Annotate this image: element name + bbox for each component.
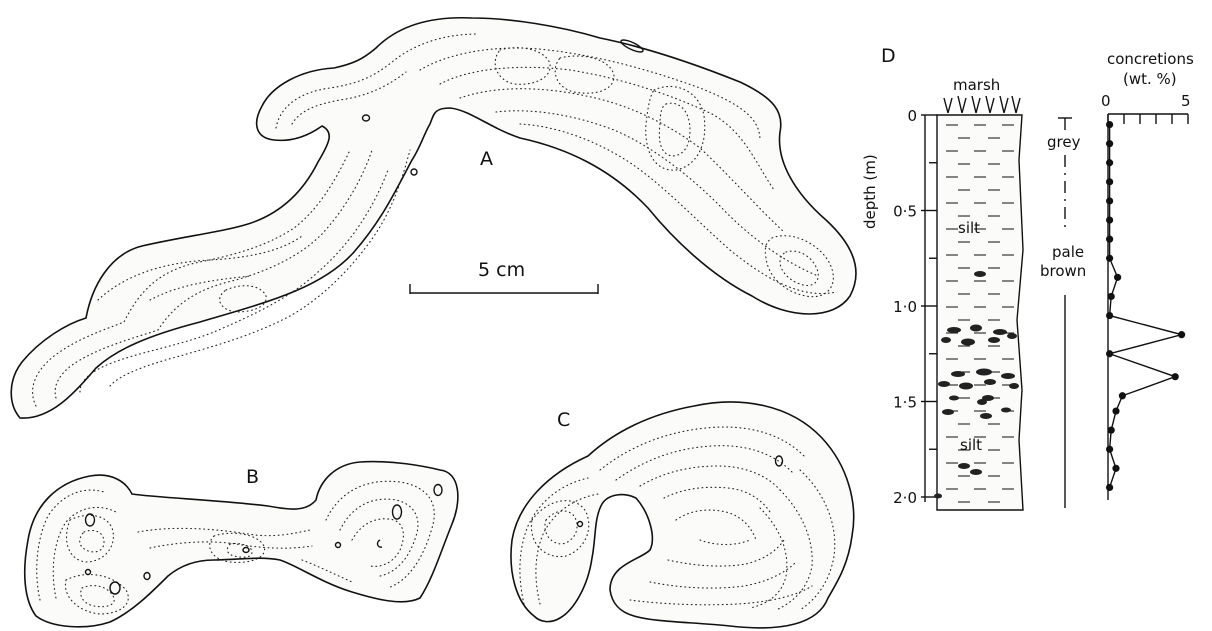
chart-point (1108, 293, 1115, 300)
specimen-c: C (511, 402, 854, 628)
chart-point (1106, 178, 1113, 185)
chart-point (1106, 121, 1113, 128)
depth-tick-label: 1·5 (893, 394, 917, 412)
chart-point (1172, 373, 1179, 380)
depth-tick-label: 0 (907, 107, 917, 125)
chart-title: concretions (1107, 50, 1194, 68)
specimen-c-outline (511, 402, 854, 628)
chart-point (1106, 350, 1113, 357)
chart-point (1178, 331, 1185, 338)
chart-point (1106, 255, 1113, 262)
depth-tick-label: 0·5 (893, 203, 917, 221)
chart-point (1106, 312, 1113, 319)
specimen-b: B (25, 462, 458, 627)
specimen-b-outline (25, 462, 458, 627)
specimen-a-pore (411, 169, 417, 175)
specimen-a-outline (11, 18, 856, 418)
chart-x-tick-label: 0 (1101, 92, 1111, 110)
colour-column: grey pale brown (1040, 118, 1086, 508)
chart-point (1112, 465, 1119, 472)
chart-point (1106, 159, 1113, 166)
depth-tick-label: 2·0 (893, 489, 917, 507)
chart-points (1106, 121, 1185, 491)
colour-label-brown: brown (1040, 262, 1086, 280)
chart-point (1106, 484, 1113, 491)
chart-point (1106, 197, 1113, 204)
chart-point (1112, 407, 1119, 414)
colour-label-pale: pale (1052, 243, 1084, 261)
chart-series-line (1110, 125, 1182, 488)
chart-point (1106, 236, 1113, 243)
label-a: A (480, 148, 493, 170)
chart-x-ticks (1108, 114, 1188, 124)
specimen-a: A (11, 18, 856, 418)
chart-point (1114, 274, 1121, 281)
chart-point (1106, 216, 1113, 223)
colour-label-grey: grey (1047, 133, 1081, 151)
depth-ticks: 0 0·5 1·0 1·5 2·0 (893, 107, 937, 507)
chart-xlabel: (wt. %) (1123, 70, 1177, 88)
depth-tick-label: 1·0 (893, 298, 917, 316)
depth-axis-label: depth (m) (861, 154, 879, 229)
sediment-column: silt silt (934, 96, 1023, 510)
label-c: C (557, 409, 570, 431)
scale-bar-label: 5 cm (478, 259, 525, 281)
chart-point (1108, 427, 1115, 434)
chart-point (1106, 446, 1113, 453)
concretions-chart: concretions (wt. %) 0 5 (1101, 50, 1194, 500)
marsh-label: marsh (953, 76, 1000, 94)
marsh-roots (944, 96, 1020, 113)
panel-d: D marsh depth (m) 0 0·5 1·0 1·5 2·0 (861, 45, 1194, 510)
label-b: B (246, 466, 259, 488)
lithology-label-upper: silt (958, 219, 980, 237)
chart-point (1106, 140, 1113, 147)
depth-axis: 0 0·5 1·0 1·5 2·0 (893, 107, 937, 507)
lithology-label-lower: silt (960, 436, 982, 454)
chart-x-tick-label: 5 (1181, 92, 1191, 110)
scale-bar: 5 cm (410, 259, 598, 294)
chart-point (1119, 392, 1126, 399)
label-d: D (881, 45, 896, 67)
